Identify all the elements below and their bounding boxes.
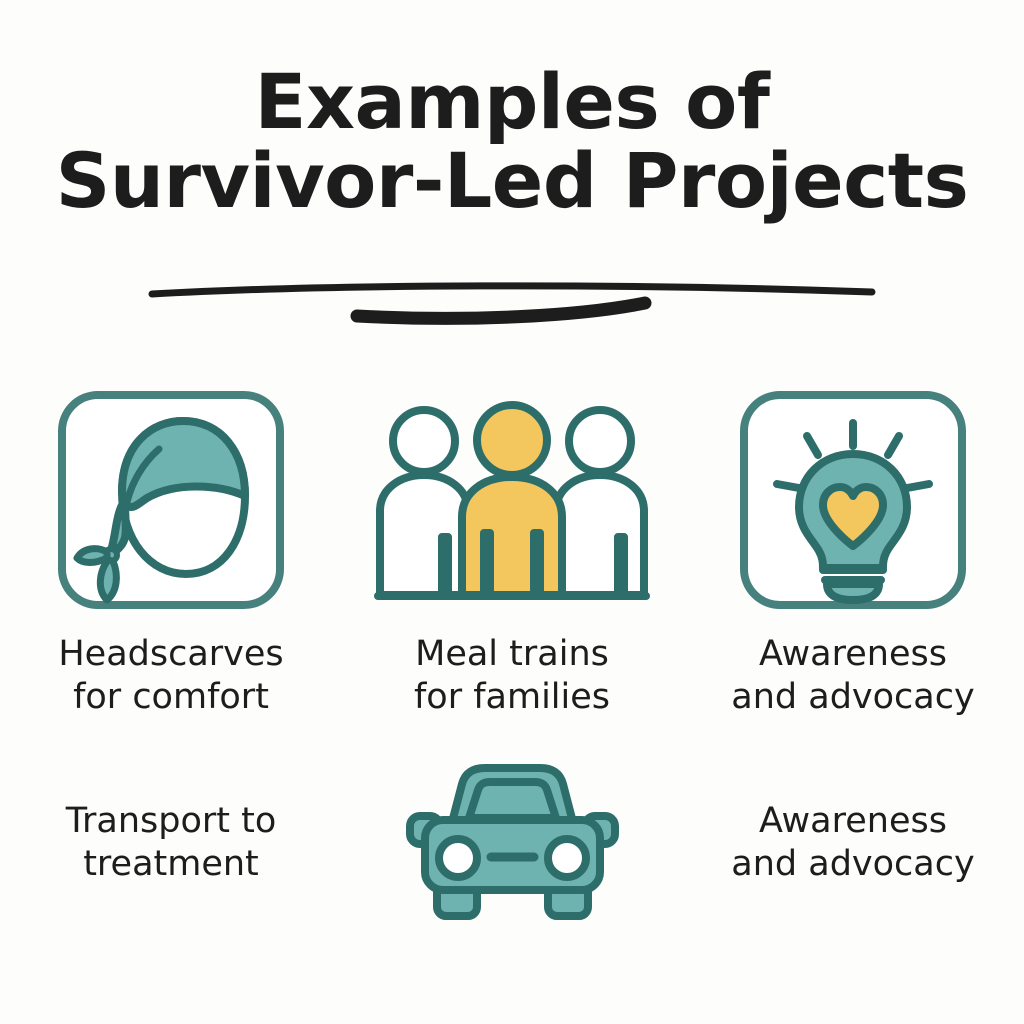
group-of-people-icon [374, 400, 650, 600]
item-caption: Headscarves for comfort [58, 634, 284, 717]
lightbulb-heart-icon [740, 390, 966, 609]
item-caption: Transport to treatment [65, 800, 277, 884]
item-transport[interactable]: Transport to treatment [1, 800, 342, 885]
hand-drawn-underline-icon [148, 282, 876, 325]
item-caption: Awareness and advocacy [731, 634, 975, 717]
item-caption: Awareness and advocacy [731, 800, 975, 884]
item-awareness[interactable]: Awareness and advocacy [683, 382, 1024, 718]
item-caption: Meal trains for families [413, 634, 611, 717]
icon-slot [55, 382, 287, 617]
icon-slot [342, 760, 683, 925]
items-row-top: Headscarves for comfort [0, 382, 1024, 718]
car-icon [405, 764, 619, 920]
title-line-1: Examples of [254, 57, 770, 146]
headscarf-icon [58, 390, 284, 609]
icon-slot [737, 382, 969, 617]
icon-slot [362, 382, 662, 617]
item-meal-trains[interactable]: Meal trains for families [342, 382, 683, 718]
item-awareness-bottom[interactable]: Awareness and advocacy [683, 800, 1024, 885]
item-headscarves[interactable]: Headscarves for comfort [1, 382, 342, 718]
items-row-bottom: Transport to treatment [0, 760, 1024, 925]
title-underline [0, 272, 1024, 328]
page-title: Examples of Survivor-Led Projects [0, 62, 1024, 220]
title-line-2: Survivor-Led Projects [55, 136, 969, 226]
